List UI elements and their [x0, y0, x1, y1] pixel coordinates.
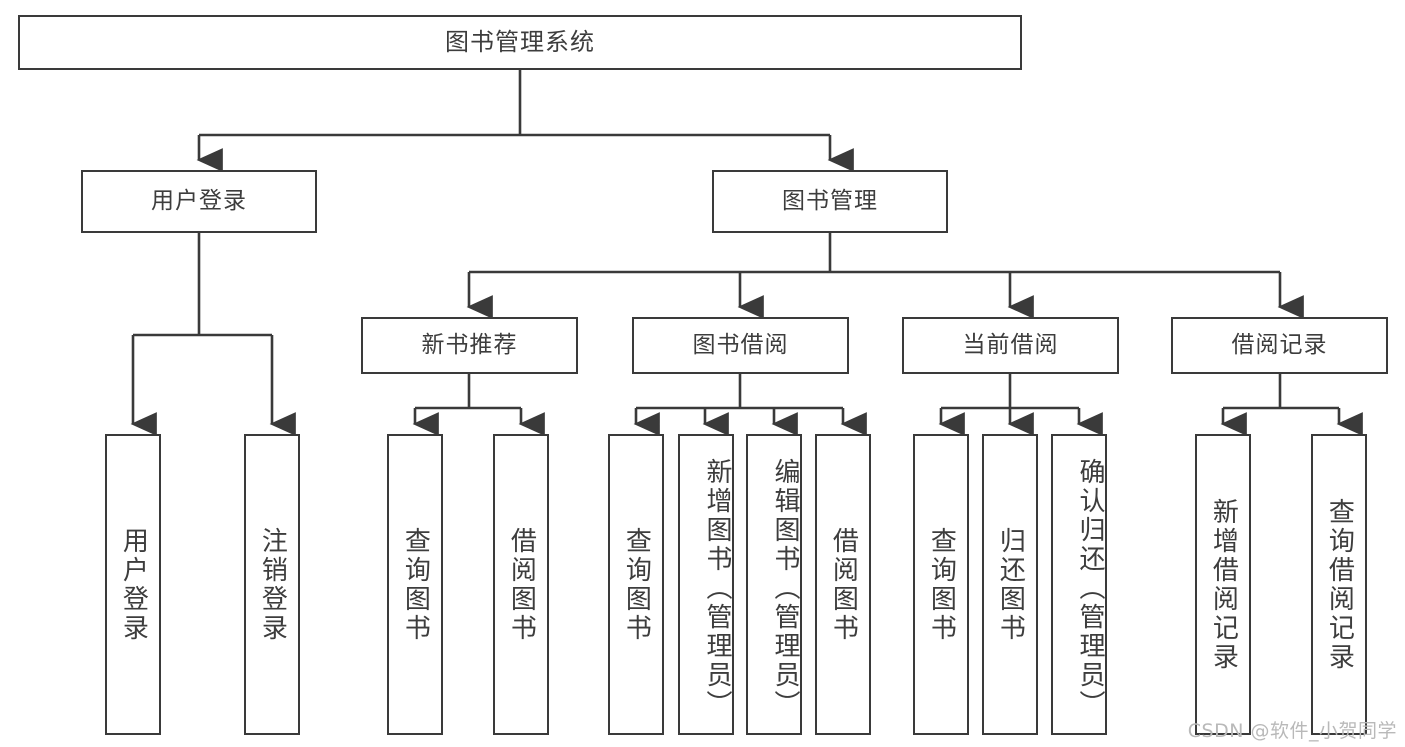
leaf-query-record[interactable]: 查询借阅记录	[1311, 434, 1367, 735]
leaf-add-record[interactable]: 新增借阅记录	[1195, 434, 1251, 735]
leaf-return-book[interactable]: 归还图书	[982, 434, 1038, 735]
leaf-user-login[interactable]: 用户登录	[105, 434, 161, 735]
node-label: 借阅图书	[506, 526, 537, 643]
node-label: 新增借阅记录	[1208, 497, 1239, 672]
node-user-login[interactable]: 用户登录	[81, 170, 317, 233]
node-label: 图书管理	[782, 187, 878, 214]
node-label: 注销登录	[257, 526, 288, 643]
leaf-borrow-book-1[interactable]: 借阅图书	[493, 434, 549, 735]
node-label: 新书推荐	[421, 331, 518, 358]
node-label: 查询图书	[400, 526, 431, 643]
node-borrow-record[interactable]: 借阅记录	[1171, 317, 1388, 374]
leaf-borrow-book-2[interactable]: 借阅图书	[815, 434, 871, 735]
node-label: 借阅图书	[828, 526, 859, 643]
node-label: 借阅记录	[1231, 331, 1328, 358]
node-label: 归还图书	[995, 526, 1026, 643]
node-label: 查询图书	[621, 526, 652, 643]
csdn-watermark: CSDN @软件_小贺同学	[1187, 720, 1397, 742]
node-book-borrow[interactable]: 图书借阅	[632, 317, 849, 374]
leaf-query-book-3[interactable]: 查询图书	[913, 434, 969, 735]
node-label: 当前借阅	[962, 331, 1059, 358]
leaf-logout-login[interactable]: 注销登录	[244, 434, 300, 735]
node-label: 查询图书	[926, 526, 957, 643]
leaf-confirm-return[interactable]: 确认归还（管理员）	[1051, 434, 1107, 735]
leaf-query-book-1[interactable]: 查询图书	[387, 434, 443, 735]
node-new-book-recommend[interactable]: 新书推荐	[361, 317, 578, 374]
node-label: 用户登录	[151, 187, 247, 214]
node-current-borrow[interactable]: 当前借阅	[902, 317, 1119, 374]
node-book-management[interactable]: 图书管理	[712, 170, 948, 233]
node-label: 用户登录	[118, 526, 149, 643]
node-label: 查询借阅记录	[1324, 497, 1355, 672]
leaf-edit-book[interactable]: 编辑图书（管理员）	[746, 434, 802, 735]
node-root-book-management-system[interactable]: 图书管理系统	[18, 15, 1022, 70]
leaf-query-book-2[interactable]: 查询图书	[608, 434, 664, 735]
node-label: 图书管理系统	[445, 28, 595, 57]
leaf-add-book[interactable]: 新增图书（管理员）	[678, 434, 734, 735]
node-label: 图书借阅	[692, 331, 789, 358]
node-label: 确认归还（管理员）	[1075, 458, 1105, 719]
node-label: 编辑图书（管理员）	[770, 458, 800, 719]
node-label: 新增图书（管理员）	[702, 458, 732, 719]
